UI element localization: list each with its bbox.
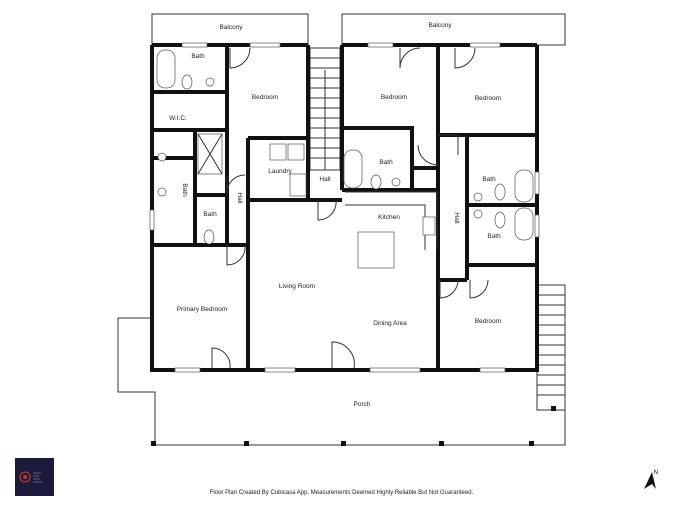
- north-label: N: [653, 470, 658, 476]
- label-kitchen: Kitchen: [378, 214, 400, 221]
- porch-stairs: [536, 284, 566, 411]
- north-arrow: N: [640, 470, 658, 489]
- sink-icon: [157, 152, 167, 162]
- washer-icon: [269, 143, 287, 161]
- sink-icon: [473, 209, 483, 219]
- dryer-icon: [287, 143, 305, 161]
- logo-emblem-icon: [19, 471, 42, 483]
- label-balcony-left: Balcony: [219, 24, 243, 31]
- label-bath-primary: Bath: [181, 183, 188, 197]
- label-balcony-right: Balcony: [428, 22, 452, 29]
- label-hall-stairs: Hall: [319, 176, 331, 183]
- label-bedroom-4: Bedroom: [475, 318, 501, 325]
- label-bath-small: Bath: [203, 211, 217, 218]
- label-bath-center: Bath: [379, 159, 393, 166]
- label-bath-right-2: Bath: [487, 233, 501, 240]
- toilet-icon: [203, 229, 215, 245]
- toilet-icon: [370, 174, 382, 190]
- label-hall-left: Hall: [236, 192, 243, 204]
- sink-icon: [473, 192, 483, 202]
- walls: [150, 43, 539, 372]
- bathtub-icon: [514, 169, 534, 203]
- fixtures: [156, 49, 534, 269]
- windows: [149, 42, 540, 373]
- company-logo: [15, 458, 54, 496]
- label-living-room: Living Room: [279, 283, 315, 290]
- label-primary-bedroom: Primary Bedroom: [177, 306, 228, 313]
- label-bedroom-1: Bedroom: [252, 94, 278, 101]
- label-bath-top-left: Bath: [191, 53, 205, 60]
- label-hall-right: Hall: [453, 212, 460, 224]
- bathtub-icon: [514, 207, 534, 241]
- sink-icon: [157, 187, 167, 197]
- doors: [211, 47, 489, 369]
- bathtub-icon: [156, 49, 176, 89]
- label-wic: W.I.C.: [169, 115, 187, 122]
- porch-posts: [151, 406, 556, 446]
- stove-icon: [422, 216, 436, 236]
- label-bath-right-1: Bath: [482, 176, 496, 183]
- bathtub-icon: [343, 149, 363, 189]
- sink-icon: [205, 77, 215, 87]
- balcony-right-outline: [341, 13, 566, 46]
- kitchen-island: [357, 231, 395, 269]
- interior-stairs: [309, 47, 341, 171]
- toilet-icon: [181, 74, 193, 90]
- label-porch: Porch: [354, 401, 371, 408]
- footer-disclaimer: Floor Plan Created By Cubicasa App. Meas…: [209, 490, 474, 496]
- label-bedroom-2: Bedroom: [381, 94, 407, 101]
- label-dining-area: Dining Area: [373, 320, 407, 327]
- sink-icon: [391, 177, 401, 187]
- label-bedroom-3: Bedroom: [475, 95, 501, 102]
- toilet-icon: [494, 211, 506, 229]
- toilet-icon: [494, 183, 506, 201]
- north-arrow-icon: [644, 472, 656, 489]
- label-laundry: Laundry: [268, 168, 292, 175]
